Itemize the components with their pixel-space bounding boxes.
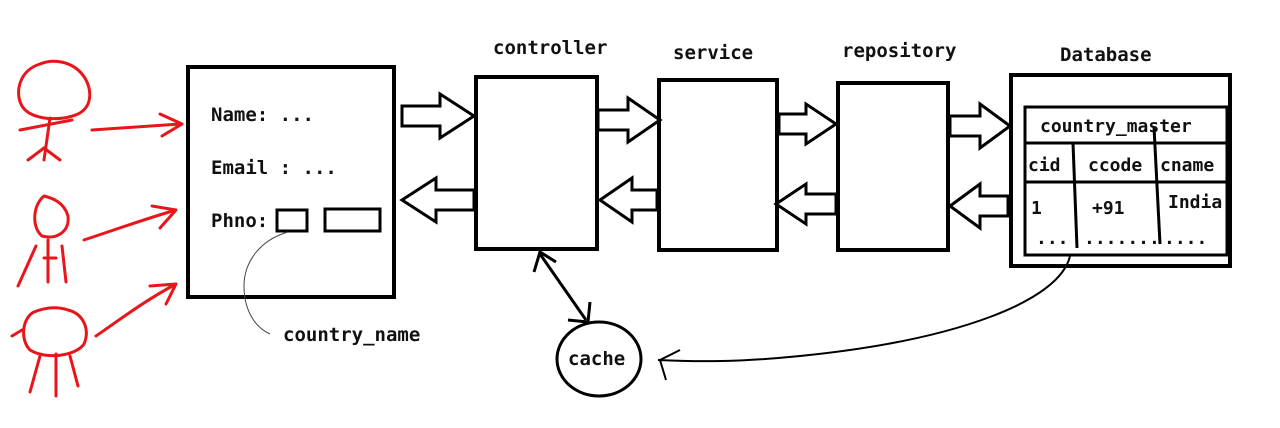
phno-code-box	[275, 208, 309, 233]
table-header-ccode: ccode	[1088, 155, 1142, 176]
form-box	[186, 65, 396, 299]
table-ellipsis-cid: ...	[1036, 228, 1069, 249]
country-name-pointer	[243, 231, 289, 335]
user-figure-2	[16, 194, 70, 288]
table-title: country_master	[1040, 116, 1192, 137]
user-figure-1	[17, 59, 92, 162]
table-cell-cid: 1	[1031, 198, 1042, 219]
user-figure-3	[10, 306, 88, 398]
cache-label: cache	[568, 348, 625, 370]
arrow-repository-to-service	[773, 181, 838, 227]
user-arrows	[82, 112, 184, 338]
controller-label: controller	[493, 37, 607, 59]
country-master-table: country_master cid ccode cname 1 +91 Ind…	[1023, 105, 1229, 257]
arrow-controller-to-form	[399, 175, 476, 225]
repository-box	[836, 81, 950, 252]
table-header-cid: cid	[1028, 155, 1061, 176]
arrow-database-to-repository	[947, 181, 1010, 231]
controller-box	[474, 75, 599, 251]
arrow-repository-to-database	[948, 101, 1013, 151]
arrow-controller-to-service	[596, 95, 663, 145]
repository-label: repository	[842, 40, 956, 62]
database-cache-link	[657, 255, 1071, 381]
table-cell-ccode: +91	[1092, 198, 1125, 219]
service-label: service	[673, 42, 753, 64]
service-box	[657, 78, 779, 252]
phno-number-box	[323, 207, 382, 233]
arrow-service-to-controller	[597, 175, 659, 225]
form-phno-label: Phno:	[211, 210, 268, 232]
database-box	[1009, 73, 1232, 268]
country-name-label: country_name	[283, 324, 420, 346]
table-ellipsis-cname: ....	[1164, 228, 1207, 249]
arrow-service-to-repository	[777, 101, 839, 147]
table-header-cname: cname	[1160, 155, 1214, 176]
cache-ellipse	[555, 320, 643, 398]
table-cell-cname: India	[1168, 192, 1222, 213]
table-ellipsis-ccode: .......	[1084, 228, 1160, 249]
controller-cache-link	[532, 249, 592, 324]
form-name-field: Name: ...	[211, 104, 314, 126]
database-label: Database	[1060, 44, 1152, 66]
arrow-form-to-controller	[400, 91, 477, 141]
form-email-field: Email : ...	[211, 157, 337, 179]
